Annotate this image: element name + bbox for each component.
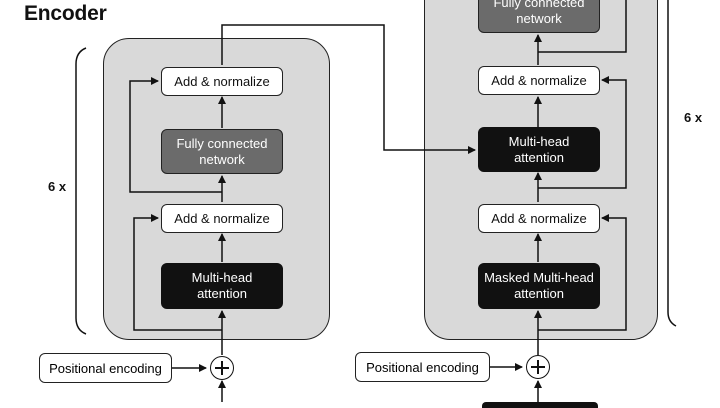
decoder-cross-attention: Multi-head attention <box>478 127 600 172</box>
encoder-feed-forward: Fully connected network <box>161 129 283 174</box>
decoder-repeat-bracket <box>667 0 677 327</box>
decoder-add-normalize-bottom: Add & normalize <box>478 204 600 233</box>
encoder-positional-encoding: Positional encoding <box>39 353 172 383</box>
encoder-repeat-bracket <box>75 47 87 335</box>
encoder-repeat-label: 6 x <box>48 179 67 194</box>
encoder-add-normalize-bottom: Add & normalize <box>161 204 283 233</box>
encoder-multi-head-attention: Multi-head attention <box>161 263 283 309</box>
next-block-edge <box>482 402 598 408</box>
encoder-add-normalize-top: Add & normalize <box>161 67 283 96</box>
decoder-repeat-label: 6 x <box>684 110 703 125</box>
encoder-add-icon <box>210 356 234 380</box>
decoder-positional-encoding: Positional encoding <box>355 352 490 382</box>
decoder-masked-attention: Masked Multi-head attention <box>478 263 600 309</box>
decoder-feed-forward: Fully connected network <box>478 0 600 33</box>
decoder-add-icon <box>526 355 550 379</box>
encoder-title: Encoder <box>24 2 107 25</box>
decoder-add-normalize-top: Add & normalize <box>478 66 600 95</box>
